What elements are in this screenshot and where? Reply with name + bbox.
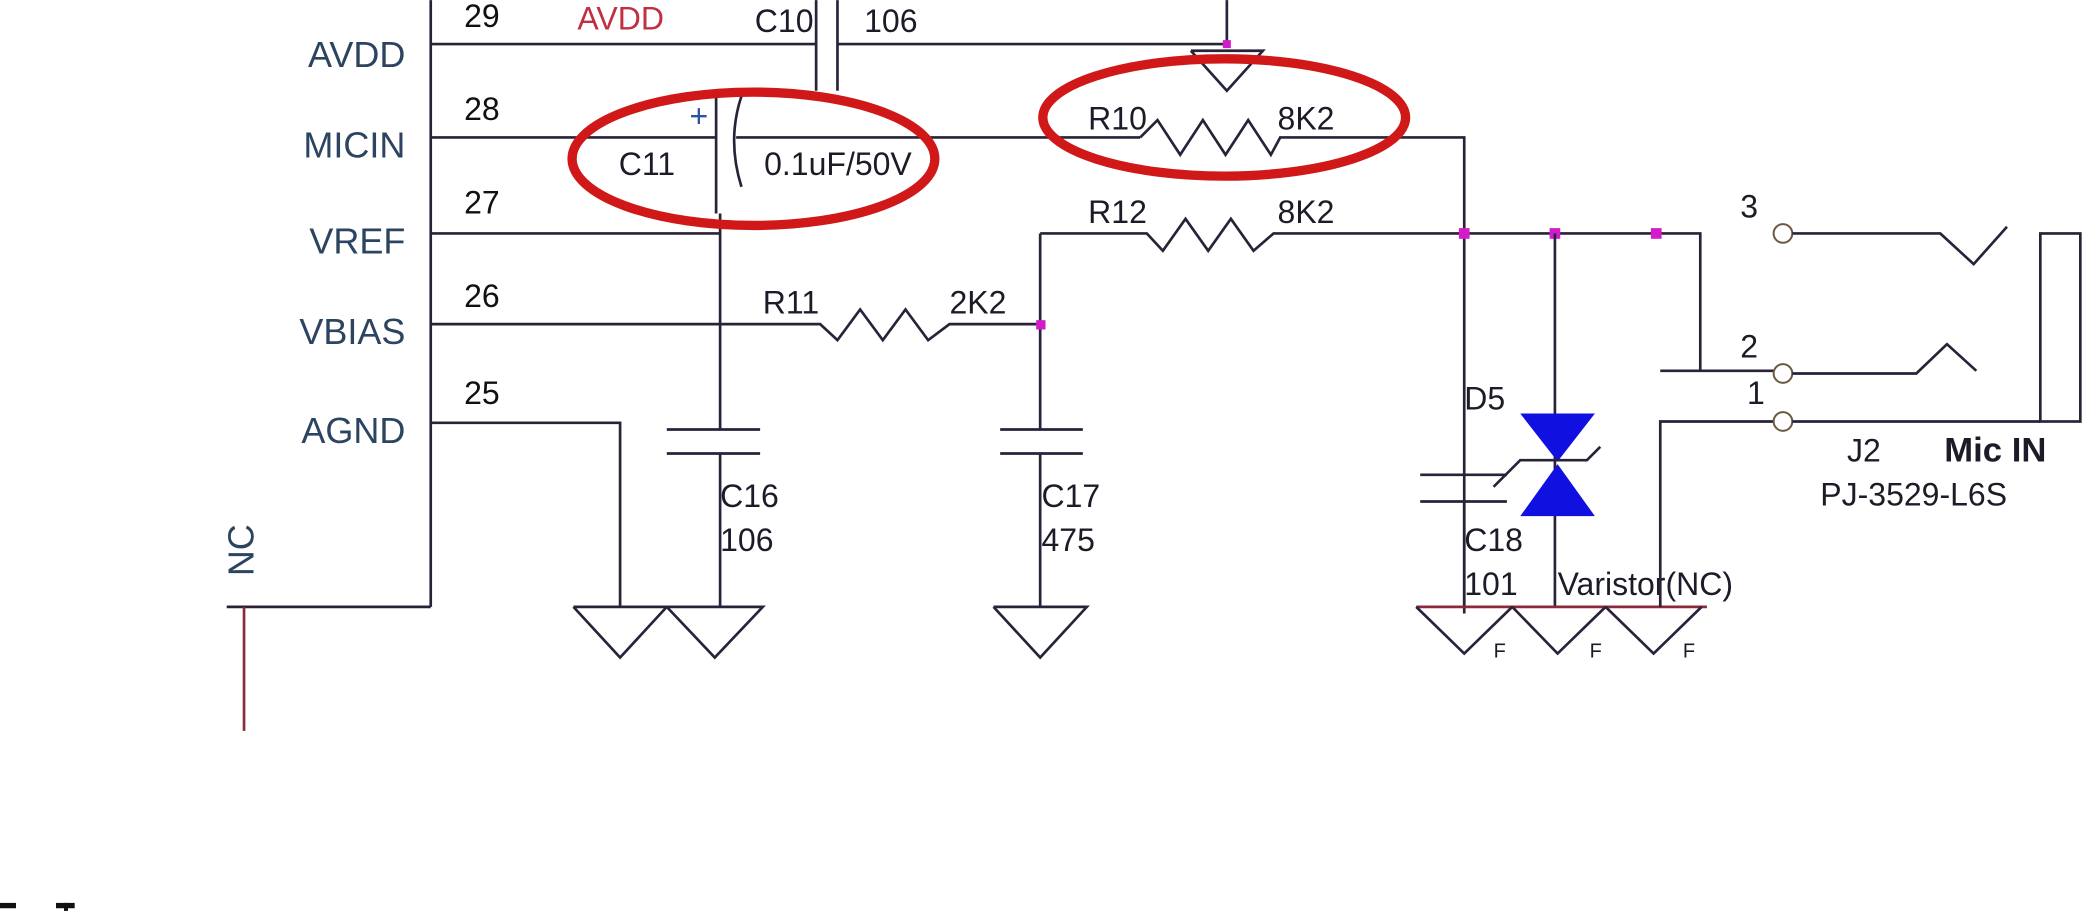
pin-number-28: 28 — [464, 91, 500, 127]
junction-dot — [1458, 228, 1470, 239]
c11-polarity: + — [689, 98, 708, 134]
d5-ref: D5 — [1464, 380, 1505, 416]
d5-value: Varistor(NC) — [1558, 566, 1733, 602]
pin-name-agnd: AGND — [301, 410, 405, 451]
cropped-glyph — [64, 902, 69, 911]
j2-pin-2: 2 — [1740, 328, 1758, 364]
pin-name-vref: VREF — [309, 220, 405, 261]
varistor-triangle-bottom — [1520, 464, 1595, 517]
c11-value: 0.1uF/50V — [764, 146, 912, 182]
j2-mic-jack: 3 2 1 J2 Mic IN PJ-3529-L6S — [1658, 188, 2082, 607]
ground-label: F — [1683, 641, 1695, 663]
c10-capacitor: AVDD C10 106 — [430, 0, 1266, 93]
r11-resistor: R11 2K2 — [430, 284, 1041, 343]
c18-value: 101 — [1464, 566, 1517, 602]
c18-ref: C18 — [1464, 522, 1523, 558]
c16-ref: C16 — [720, 478, 779, 514]
pin-name-micin: MICIN — [303, 124, 405, 165]
net-label-avdd: AVDD — [577, 0, 664, 36]
ground-symbols-right: F F F — [1415, 605, 1707, 663]
r10-value: 8K2 — [1278, 100, 1335, 136]
j2-part-number: PJ-3529-L6S — [1820, 477, 2007, 513]
c11-capacitor: + C11 0.1uF/50V — [430, 95, 1141, 214]
junction-dot — [1650, 228, 1662, 239]
c17-ref: C17 — [1041, 478, 1100, 514]
c10-ref: C10 — [755, 3, 814, 39]
r11-value: 2K2 — [949, 284, 1006, 320]
r10-resistor: R10 8K2 — [1088, 100, 1466, 614]
nc-label: NC — [220, 524, 261, 576]
junction-dot — [1222, 40, 1231, 49]
pin-number-27: 27 — [464, 184, 500, 220]
r12-ref: R12 — [1088, 194, 1147, 230]
cropped-glyph — [0, 902, 17, 909]
ic-body: NC — [220, 0, 433, 731]
r12-resistor: R12 8K2 — [1040, 194, 1702, 371]
j2-ref: J2 — [1847, 433, 1881, 469]
agnd-wire — [430, 421, 622, 607]
j2-pin-3: 3 — [1740, 188, 1758, 224]
c18-capacitor: C18 101 — [1420, 473, 1523, 607]
pin-name-avdd: AVDD — [308, 34, 405, 75]
pin-number-29: 29 — [464, 0, 500, 34]
c16-value: 106 — [720, 522, 773, 558]
r10-ref: R10 — [1088, 100, 1147, 136]
d5-varistor: D5 Varistor(NC) — [1464, 233, 1733, 607]
junction-dot — [1036, 320, 1046, 330]
highlight-ellipse-c11 — [567, 87, 940, 231]
j2-pin-1: 1 — [1747, 375, 1765, 411]
c10-value: 106 — [864, 3, 917, 39]
c17-value: 475 — [1041, 522, 1094, 558]
pin-name-vbias: VBIAS — [299, 311, 405, 352]
ground-symbols — [572, 605, 1090, 660]
c11-ref: C11 — [619, 146, 675, 182]
ground-label: F — [1494, 641, 1506, 663]
varistor-triangle-top — [1520, 413, 1595, 462]
c17-capacitor: C17 475 — [1000, 233, 1100, 607]
ground-label: F — [1590, 641, 1602, 663]
pin-number-25: 25 — [464, 375, 500, 411]
j2-title: Mic IN — [1944, 432, 2046, 470]
c16-capacitor: C16 106 — [430, 213, 779, 607]
highlight-ellipse-r10 — [1038, 54, 1411, 181]
r12-value: 8K2 — [1278, 194, 1335, 230]
pin-number-26: 26 — [464, 278, 500, 314]
r11-ref: R11 — [763, 284, 819, 320]
